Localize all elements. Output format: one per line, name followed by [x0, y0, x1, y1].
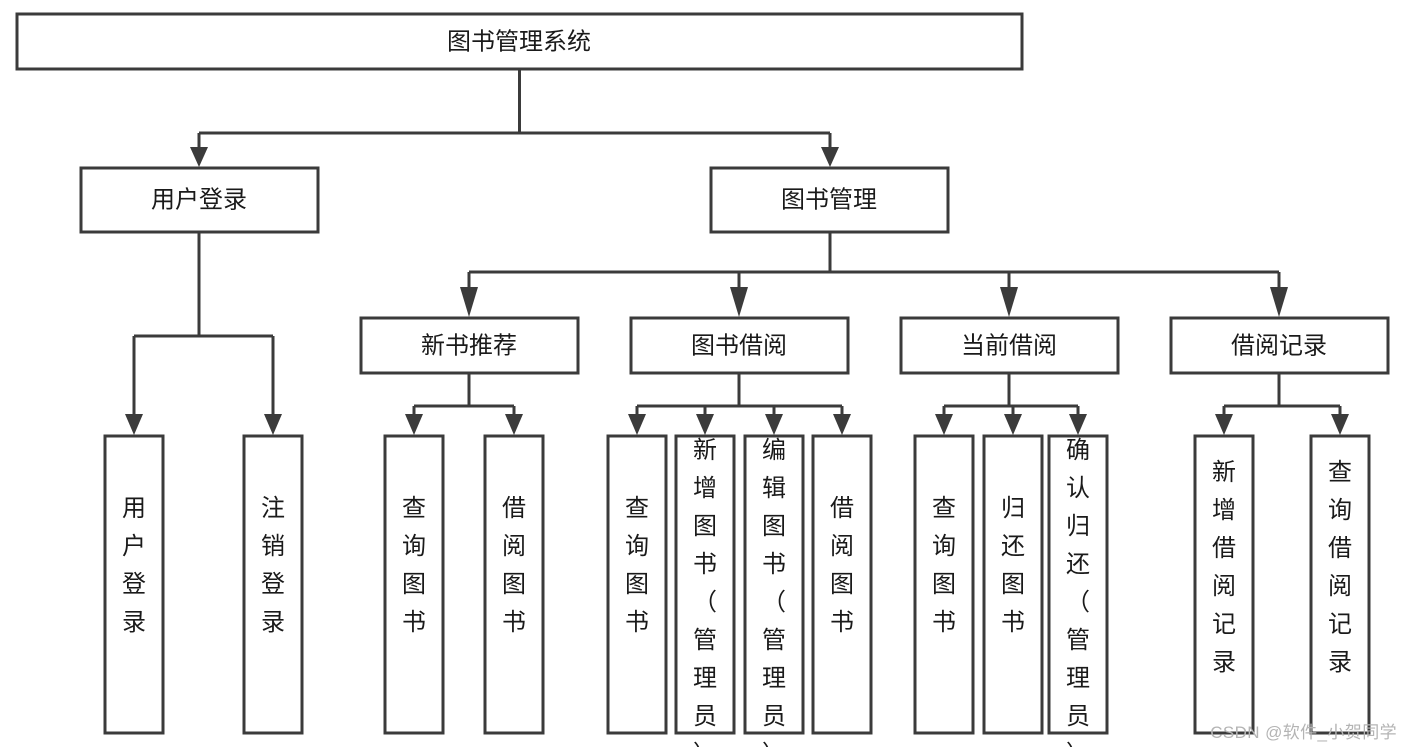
leaf-record-query-box[interactable]: [1309, 434, 1371, 735]
leaf-node[interactable]: 借阅图书: [483, 434, 545, 735]
node-book-borrow-box[interactable]: [629, 316, 850, 375]
leaf-node[interactable]: 归还图书: [982, 434, 1044, 735]
arrow-head-book-manage: [821, 147, 839, 167]
node-borrow-record-box[interactable]: [1169, 316, 1390, 375]
leaf-current-confirm-return-label: 确认归还（管理员）: [1066, 437, 1090, 747]
csdn-watermark: CSDN @软件_小贺同学: [1210, 723, 1397, 742]
arrow-head-leaf-logout: [264, 414, 282, 435]
leaf-node[interactable]: 查询图书: [913, 434, 975, 735]
leaf-recommend-query-book-box[interactable]: [383, 434, 445, 735]
leaf-borrow-borrow-book-label: 借阅图书: [830, 495, 854, 636]
arrow-head-borrow-leaf-3: [765, 414, 783, 435]
node-borrow-record[interactable]: 借阅记录: [1169, 316, 1390, 375]
node-user-login-box[interactable]: [79, 166, 320, 234]
leaf-record-add-label: 新增借阅记录: [1212, 459, 1236, 676]
leaf-user-login-box[interactable]: [103, 434, 165, 735]
leaf-current-confirm-return-box[interactable]: [1047, 434, 1109, 735]
leaf-node[interactable]: 确认归还（管理员）: [1047, 434, 1109, 747]
node-book-manage-label: 图书管理: [781, 186, 877, 213]
arrow-head-current-leaf-3: [1069, 414, 1087, 435]
leaf-current-query-book-label: 查询图书: [932, 495, 956, 636]
node-user-login-label: 用户登录: [151, 186, 247, 213]
leaf-node[interactable]: 新增图书（管理员）: [674, 434, 736, 747]
node-new-book-recommend[interactable]: 新书推荐: [359, 316, 580, 375]
arrow-head-new-book-recommend: [460, 287, 478, 317]
arrow-head-leaf-user-login: [125, 414, 143, 435]
leaf-node[interactable]: 查询图书: [383, 434, 445, 735]
node-book-manage[interactable]: 图书管理: [709, 166, 950, 234]
leaf-borrow-edit-book-label: 编辑图书（管理员）: [762, 437, 786, 747]
arrow-head-current-borrow: [1000, 287, 1018, 317]
arrow-head-record-leaf-1: [1215, 414, 1233, 435]
arrow-head-borrow-record: [1270, 287, 1288, 317]
node-root-label: 图书管理系统: [447, 28, 591, 55]
node-new-book-recommend-label: 新书推荐: [421, 332, 517, 359]
arrow-head-record-leaf-2: [1331, 414, 1349, 435]
leaf-logout-box[interactable]: [242, 434, 304, 735]
arrow-head-borrow-leaf-1: [628, 414, 646, 435]
arrow-head-current-leaf-1: [935, 414, 953, 435]
leaf-node[interactable]: 新增借阅记录: [1193, 434, 1255, 735]
arrow-head-recommend-leaf-2: [505, 414, 523, 435]
arrow-head-user-login: [190, 147, 208, 167]
leaf-recommend-query-book-label: 查询图书: [402, 495, 426, 636]
node-book-borrow-label: 图书借阅: [691, 332, 787, 359]
leaf-borrow-edit-book-box[interactable]: [743, 434, 805, 735]
leaf-record-query-label: 查询借阅记录: [1328, 459, 1352, 676]
arrow-head-current-leaf-2: [1004, 414, 1022, 435]
leaf-recommend-borrow-book-box[interactable]: [483, 434, 545, 735]
leaf-node[interactable]: 编辑图书（管理员）: [743, 434, 805, 747]
node-root-box[interactable]: [15, 12, 1024, 71]
arrow-head-recommend-leaf-1: [405, 414, 423, 435]
leaf-borrow-borrow-book-box[interactable]: [811, 434, 873, 735]
node-root[interactable]: 图书管理系统: [15, 12, 1024, 71]
arrow-head-book-borrow: [730, 287, 748, 317]
node-new-book-recommend-box[interactable]: [359, 316, 580, 375]
leaf-logout-label: 注销登录: [261, 495, 285, 636]
node-current-borrow[interactable]: 当前借阅: [899, 316, 1120, 375]
leaf-user-login-label: 用户登录: [122, 495, 146, 636]
leaf-node[interactable]: 注销登录: [242, 434, 304, 735]
arrow-head-borrow-leaf-2: [696, 414, 714, 435]
leaf-node[interactable]: 借阅图书: [811, 434, 873, 735]
node-user-login[interactable]: 用户登录: [79, 166, 320, 234]
arrow-head-borrow-leaf-4: [833, 414, 851, 435]
node-current-borrow-label: 当前借阅: [961, 332, 1057, 359]
leaf-record-add-box[interactable]: [1193, 434, 1255, 735]
leaf-current-return-book-box[interactable]: [982, 434, 1044, 735]
leaf-current-return-book-label: 归还图书: [1001, 495, 1025, 636]
leaf-borrow-query-book-label: 查询图书: [625, 495, 649, 636]
leaf-current-query-book-box[interactable]: [913, 434, 975, 735]
leaf-borrow-query-book-box[interactable]: [606, 434, 668, 735]
node-book-borrow[interactable]: 图书借阅: [629, 316, 850, 375]
node-borrow-record-label: 借阅记录: [1231, 332, 1327, 359]
leaf-node[interactable]: 用户登录: [103, 434, 165, 735]
leaf-node[interactable]: 查询借阅记录: [1309, 434, 1371, 735]
leaf-borrow-add-book-box[interactable]: [674, 434, 736, 735]
connector-layer: [125, 69, 1349, 435]
leaf-borrow-add-book-label: 新增图书（管理员）: [693, 437, 717, 747]
leaf-recommend-borrow-book-label: 借阅图书: [502, 495, 526, 636]
leaf-node[interactable]: 查询图书: [606, 434, 668, 735]
node-book-manage-box[interactable]: [709, 166, 950, 234]
node-current-borrow-box[interactable]: [899, 316, 1120, 375]
